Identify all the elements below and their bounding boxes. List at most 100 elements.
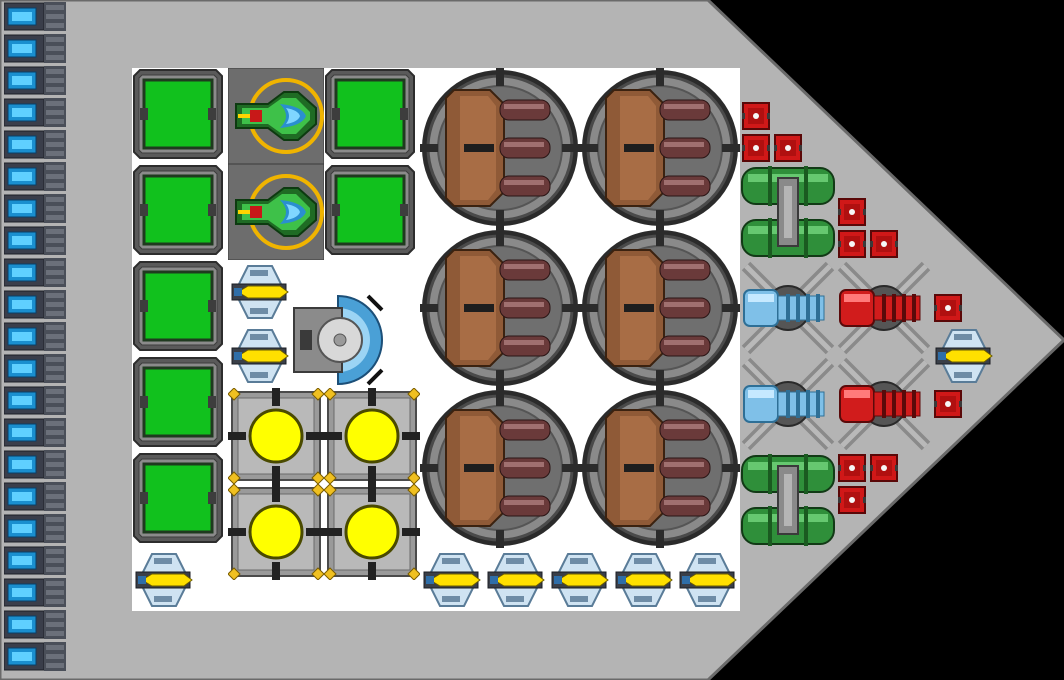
fuel-tank-module[interactable] [132,68,224,160]
reactor-icon [228,388,324,484]
engine-icon [135,553,193,607]
shield-icon [293,294,384,386]
small-engine-module[interactable] [612,548,676,612]
small-engine-module[interactable] [228,260,292,324]
ammo-box-module[interactable] [934,294,962,322]
fuel-tank-icon [133,69,223,159]
ammo-box-module[interactable] [870,230,898,258]
thruster-module[interactable] [3,514,66,543]
fuel-tank-module[interactable] [324,68,416,160]
heavy-turret-module[interactable] [580,388,740,548]
thruster-module[interactable] [3,354,66,383]
small-engine-module[interactable] [932,324,996,388]
reactor-module[interactable] [324,484,420,580]
thruster-module[interactable] [3,546,66,575]
heavy-turret-module[interactable] [420,388,580,548]
ammo-box-module[interactable] [838,230,866,258]
thruster-icon [3,386,66,415]
heavy-turret-module[interactable] [580,228,740,388]
small-engine-module[interactable] [484,548,548,612]
thruster-icon [3,418,66,447]
cockpit-module[interactable] [228,68,324,164]
thruster-module[interactable] [3,226,66,255]
small-engine-module[interactable] [548,548,612,612]
ammo-icon [870,230,898,258]
ammo-box-module[interactable] [742,134,770,162]
thruster-module[interactable] [3,610,66,639]
thruster-icon [3,194,66,223]
turret-icon [420,388,580,548]
turret-icon [420,228,580,388]
thruster-module[interactable] [3,642,66,671]
heavy-turret-module[interactable] [420,228,580,388]
thruster-icon [3,226,66,255]
thruster-icon [3,482,66,511]
thruster-module[interactable] [3,98,66,127]
ammo-icon [870,454,898,482]
cannon-icon [837,357,931,451]
ammo-box-module[interactable] [742,102,770,130]
ammo-box-module[interactable] [934,390,962,418]
thruster-module[interactable] [3,290,66,319]
cannon-icon [741,357,835,451]
ammo-box-module[interactable] [838,454,866,482]
reactor-icon [228,484,324,580]
fuel-tank-icon [325,165,415,255]
thruster-icon [3,290,66,319]
small-engine-module[interactable] [420,548,484,612]
thruster-module[interactable] [3,386,66,415]
cannon-icon [741,261,835,355]
ammo-box-module[interactable] [870,454,898,482]
fuel-tank-icon [133,453,223,543]
reactor-icon [324,484,420,580]
reactor-module[interactable] [324,388,420,484]
thruster-icon [3,98,66,127]
thruster-icon [3,610,66,639]
thruster-module[interactable] [3,130,66,159]
ammo-box-module[interactable] [838,486,866,514]
shield-generator-module[interactable] [290,292,386,388]
thruster-module[interactable] [3,2,66,31]
thruster-module[interactable] [3,418,66,447]
thruster-module[interactable] [3,162,66,191]
fuel-tank-module[interactable] [132,164,224,256]
small-engine-module[interactable] [132,548,196,612]
thruster-module[interactable] [3,194,66,223]
cockpit-module[interactable] [228,164,324,260]
thruster-icon [3,162,66,191]
generator-module[interactable] [740,452,836,548]
blue-cannon-module[interactable] [740,260,836,356]
thruster-module[interactable] [3,578,66,607]
generator-module[interactable] [740,164,836,260]
engine-icon [615,553,673,607]
thruster-module[interactable] [3,450,66,479]
thruster-module[interactable] [3,482,66,511]
thruster-module[interactable] [3,322,66,351]
cannon-icon [837,261,931,355]
small-engine-module[interactable] [676,548,740,612]
engine-icon [551,553,609,607]
ammo-icon [742,102,770,130]
heavy-turret-module[interactable] [420,68,580,228]
thruster-module[interactable] [3,34,66,63]
turret-icon [420,68,580,228]
turret-icon [580,68,740,228]
small-engine-module[interactable] [228,324,292,388]
ammo-box-module[interactable] [774,134,802,162]
thruster-module[interactable] [3,258,66,287]
red-cannon-module[interactable] [836,356,932,452]
fuel-tank-module[interactable] [132,452,224,544]
thruster-module[interactable] [3,66,66,95]
fuel-tank-module[interactable] [132,260,224,352]
reactor-module[interactable] [228,484,324,580]
fuel-tank-module[interactable] [324,164,416,256]
heavy-turret-module[interactable] [580,68,740,228]
fuel-tank-module[interactable] [132,356,224,448]
engine-icon [487,553,545,607]
red-cannon-module[interactable] [836,260,932,356]
blue-cannon-module[interactable] [740,356,836,452]
ammo-box-module[interactable] [838,198,866,226]
reactor-module[interactable] [228,388,324,484]
thruster-icon [3,2,66,31]
